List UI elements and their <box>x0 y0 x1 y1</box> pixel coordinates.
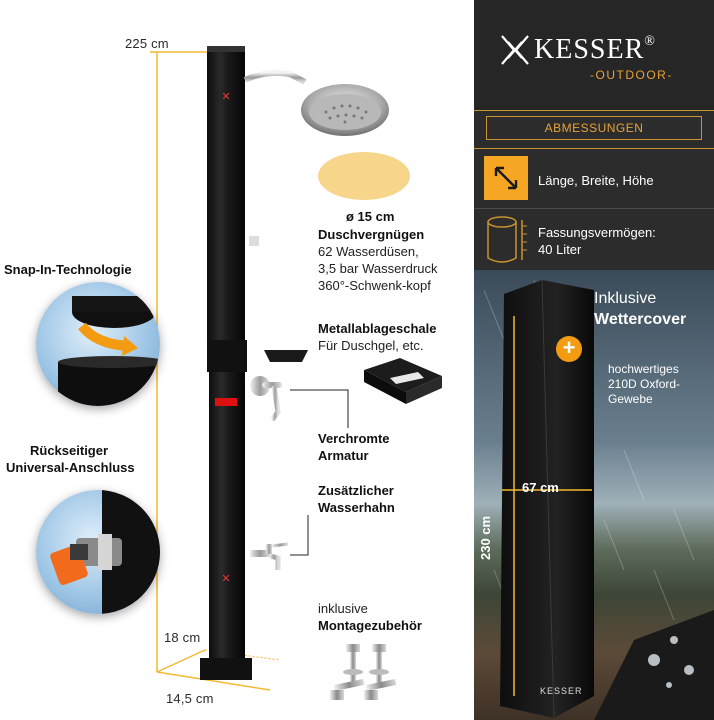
tap-callout-line <box>290 515 309 556</box>
mount-label-line2: Montagezubehör <box>318 618 422 633</box>
valve-label-line1: Verchromte <box>318 431 390 446</box>
divider-line <box>474 148 714 149</box>
extra-tap <box>250 542 289 570</box>
capacity-icon <box>487 216 527 263</box>
capacity-line2: 40 Liter <box>538 242 582 257</box>
svg-text:✕: ✕ <box>221 90 230 103</box>
cover-height-label: 230 cm <box>478 515 493 560</box>
diameter-marker <box>318 152 410 200</box>
kesser-logo-icon <box>501 35 529 65</box>
shower-diameter-label: ø 15 cm <box>346 209 395 224</box>
snap-in-detail-circle <box>36 282 160 406</box>
shower-head <box>301 84 389 136</box>
shower-feature-line3: 360°-Schwenk-kopf <box>318 278 431 293</box>
tray-title: Metallablageschale <box>318 321 437 336</box>
fabric-drops <box>594 610 714 720</box>
cover-title: Inklusive Wettercover <box>594 290 687 328</box>
shower-column: ✕ ✕ <box>200 46 307 680</box>
valve-label-line2: Armatur <box>318 448 369 463</box>
valve-callout-line <box>290 389 349 428</box>
dimensions-icon <box>484 156 528 200</box>
base-width-label: 14,5 cm <box>166 691 214 706</box>
weather-cover-photo: 67 cm 230 cm KESSER Inklusive Wettercove… <box>474 270 714 720</box>
snap-in-label: Snap-In-Technologie <box>4 262 132 277</box>
dimensions-text: Länge, Breite, Höhe <box>538 173 654 188</box>
cover-brand-label: KESSER <box>540 686 583 696</box>
svg-text:✕: ✕ <box>221 572 230 585</box>
tray-shelf <box>264 350 308 362</box>
tap-label-line1: Zusätzlicher <box>318 483 394 498</box>
rear-connector-line1: Rückseitiger <box>30 443 109 458</box>
tray-text: Für Duschgel, etc. <box>318 338 424 353</box>
cover-description: hochwertiges 210D Oxford- Gewebe <box>608 362 681 406</box>
rear-connector-detail-circle <box>36 490 160 614</box>
cover-product <box>500 279 594 719</box>
bolts-illustration <box>330 644 397 700</box>
brand-name: KESSER® <box>534 34 656 65</box>
divider-line <box>474 208 714 209</box>
chrome-valve <box>250 376 282 422</box>
height-dimension-label: 225 cm <box>125 36 169 51</box>
cover-width-label: 67 cm <box>522 480 559 495</box>
shower-feature-line1: 62 Wasserdüsen, <box>318 244 419 259</box>
plus-badge-icon: + <box>556 336 582 362</box>
tap-label-line2: Wasserhahn <box>318 500 395 515</box>
shower-feature-title: Duschvergnügen <box>318 227 425 242</box>
rear-connector-line2: Universal-Anschluss <box>6 460 135 475</box>
brand-header: KESSER® -OUTDOOR- <box>474 0 714 110</box>
capacity-line1: Fassungsvermögen: <box>538 225 656 240</box>
dimensions-section-title: ABMESSUNGEN <box>486 116 702 140</box>
divider-line <box>474 110 714 111</box>
base-depth-label: 18 cm <box>164 630 201 645</box>
tray-illustration <box>364 358 442 404</box>
mount-label-line1: inklusive <box>318 601 368 616</box>
shower-feature-line2: 3,5 bar Wasserdruck <box>318 261 438 276</box>
brand-subtitle: -OUTDOOR- <box>590 68 673 82</box>
